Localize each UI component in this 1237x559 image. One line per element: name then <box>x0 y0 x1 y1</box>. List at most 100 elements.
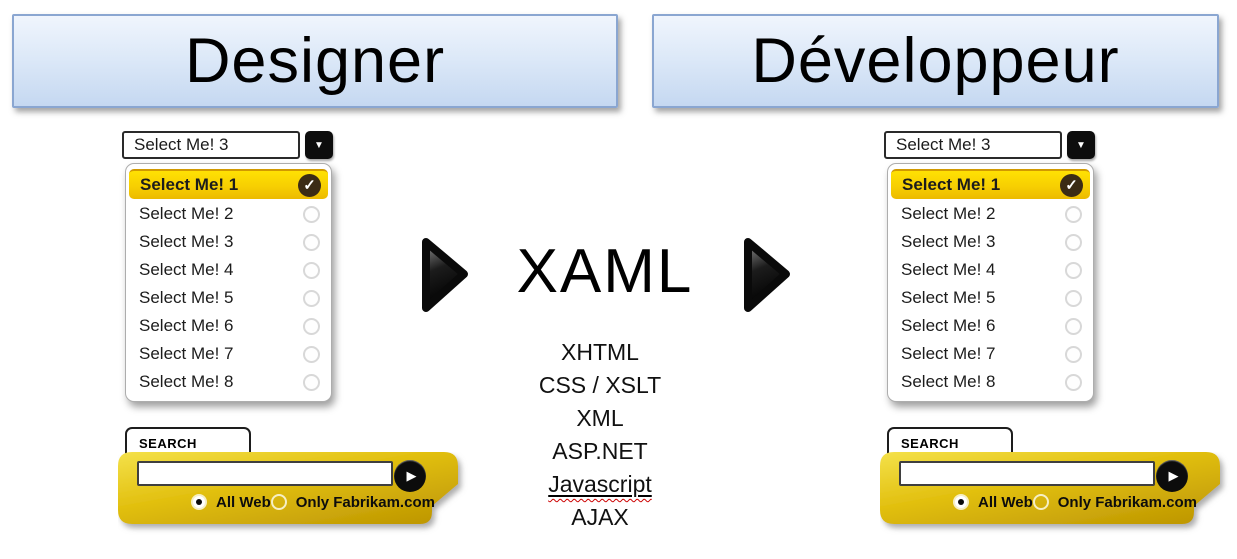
radio-indicator-icon[interactable] <box>1065 205 1082 223</box>
search-go-button[interactable]: ▶ <box>1156 460 1188 492</box>
dropdown-list-item[interactable]: Select Me! 8 <box>126 368 331 396</box>
search-scope-options: All Web Only Fabrikam.com <box>138 492 438 512</box>
flow-arrow-left-icon <box>422 238 468 312</box>
radio-option-label: Only Fabrikam.com <box>295 493 435 511</box>
radio-indicator-icon[interactable] <box>1065 317 1082 335</box>
dropdown-item-label: Select Me! 3 <box>139 232 234 251</box>
radio-button-icon[interactable] <box>953 494 969 510</box>
search-scope-option[interactable]: Only Fabrikam.com <box>270 492 435 512</box>
dropdown-item-label: Select Me! 2 <box>139 204 234 223</box>
dropdown-item-label: Select Me! 8 <box>901 372 996 391</box>
radio-option-label: Only Fabrikam.com <box>1057 493 1197 511</box>
dropdown-item-label: Select Me! 2 <box>901 204 996 223</box>
technology-label-wrap: CSS / XSLT <box>539 372 661 398</box>
radio-button-icon[interactable] <box>1032 494 1049 510</box>
play-icon: ▶ <box>1168 468 1179 483</box>
dropdown-list-item[interactable]: Select Me! 1 <box>129 169 328 199</box>
flow-arrow-right-icon <box>744 238 790 312</box>
technology-list-item: ASP.NET <box>450 435 750 468</box>
technology-list-item: XML <box>450 402 750 435</box>
radio-button-icon[interactable] <box>191 494 207 510</box>
dropdown-list-item[interactable]: Select Me! 6 <box>888 312 1093 340</box>
dropdown-list-item[interactable]: Select Me! 3 <box>888 228 1093 256</box>
dropdown-item-label: Select Me! 7 <box>139 344 234 363</box>
technology-label: AJAX <box>571 504 629 530</box>
technology-label-wrap: ASP.NET <box>552 438 647 464</box>
designer-title: Designer <box>184 26 446 96</box>
technology-label-wrap: Javascript <box>548 471 652 497</box>
search-input[interactable] <box>137 461 393 486</box>
technology-list-item: Javascript <box>450 468 750 501</box>
search-tab-label: SEARCH <box>901 435 959 451</box>
dropdown-item-label: Select Me! 4 <box>901 260 996 279</box>
combo-box-value[interactable]: Select Me! 3 <box>884 131 1062 159</box>
designer-column: Select Me! 3 ▼ Select Me! 1 Select Me! 2… <box>0 0 480 559</box>
dropdown-list: Select Me! 1 Select Me! 2 Select Me! 3 S… <box>125 163 332 402</box>
dropdown-list-item[interactable]: Select Me! 5 <box>126 284 331 312</box>
designer-header: Designer <box>12 14 618 108</box>
combo-dropdown-button[interactable]: ▼ <box>305 131 333 159</box>
radio-indicator-icon[interactable] <box>1065 289 1082 307</box>
dropdown-item-label: Select Me! 6 <box>901 316 996 335</box>
radio-indicator-icon[interactable] <box>298 173 321 197</box>
combo-box-value[interactable]: Select Me! 3 <box>122 131 300 159</box>
technology-list: XHTML CSS / XSLT XML ASP.NET Javascript … <box>450 336 750 534</box>
search-go-button[interactable]: ▶ <box>394 460 426 492</box>
dropdown-item-label: Select Me! 6 <box>139 316 234 335</box>
combo-dropdown-button[interactable]: ▼ <box>1067 131 1095 159</box>
dropdown-item-label: Select Me! 1 <box>140 175 239 194</box>
developpeur-title: Développeur <box>751 26 1120 96</box>
radio-indicator-icon[interactable] <box>303 345 320 363</box>
technology-label: XHTML <box>561 339 639 365</box>
dropdown-list-item[interactable]: Select Me! 3 <box>126 228 331 256</box>
radio-indicator-icon[interactable] <box>1065 233 1082 251</box>
dropdown-list-item[interactable]: Select Me! 2 <box>888 200 1093 228</box>
dropdown-item-label: Select Me! 4 <box>139 260 234 279</box>
radio-indicator-icon[interactable] <box>303 261 320 279</box>
radio-indicator-icon[interactable] <box>1065 373 1082 391</box>
search-tab[interactable]: SEARCH <box>887 427 1013 457</box>
dropdown-list-item[interactable]: Select Me! 1 <box>891 169 1090 199</box>
dropdown-item-label: Select Me! 8 <box>139 372 234 391</box>
search-tab[interactable]: SEARCH <box>125 427 251 457</box>
developpeur-column: Select Me! 3 ▼ Select Me! 1 Select Me! 2… <box>762 0 1237 559</box>
radio-indicator-icon[interactable] <box>1065 345 1082 363</box>
technology-label: CSS / XSLT <box>538 372 662 398</box>
technology-list-item: XHTML <box>450 336 750 369</box>
dropdown-list-item[interactable]: Select Me! 6 <box>126 312 331 340</box>
radio-indicator-icon[interactable] <box>1065 261 1082 279</box>
dropdown-list-item[interactable]: Select Me! 5 <box>888 284 1093 312</box>
radio-indicator-icon[interactable] <box>303 233 320 251</box>
search-scope-options: All Web Only Fabrikam.com <box>900 492 1200 512</box>
search-scope-option[interactable]: All Web <box>191 492 271 512</box>
play-icon: ▶ <box>406 468 417 483</box>
xaml-title: XAML <box>460 226 750 316</box>
radio-indicator-icon[interactable] <box>303 317 320 335</box>
search-scope-option[interactable]: Only Fabrikam.com <box>1032 492 1197 512</box>
search-tab-label: SEARCH <box>139 435 197 451</box>
search-scope-option[interactable]: All Web <box>953 492 1033 512</box>
search-input[interactable] <box>899 461 1155 486</box>
dropdown-list-item[interactable]: Select Me! 2 <box>126 200 331 228</box>
dropdown-item-label: Select Me! 7 <box>901 344 996 363</box>
radio-indicator-icon[interactable] <box>1060 173 1083 197</box>
dropdown-list-item[interactable]: Select Me! 4 <box>126 256 331 284</box>
radio-indicator-icon[interactable] <box>303 373 320 391</box>
chevron-down-icon: ▼ <box>314 139 324 151</box>
dropdown-list-item[interactable]: Select Me! 7 <box>888 340 1093 368</box>
technology-list-item: CSS / XSLT <box>450 369 750 402</box>
technology-label-wrap: XML <box>576 405 623 431</box>
radio-indicator-icon[interactable] <box>303 289 320 307</box>
chevron-down-icon: ▼ <box>1076 139 1086 151</box>
dropdown-item-label: Select Me! 5 <box>901 288 996 307</box>
radio-button-icon[interactable] <box>270 494 287 510</box>
dropdown-list-item[interactable]: Select Me! 8 <box>888 368 1093 396</box>
technology-label-wrap: XHTML <box>561 339 639 365</box>
radio-option-label: All Web <box>978 493 1033 511</box>
developpeur-header: Développeur <box>652 14 1219 108</box>
technology-list-item: AJAX <box>450 501 750 534</box>
dropdown-list-item[interactable]: Select Me! 7 <box>126 340 331 368</box>
dropdown-item-label: Select Me! 1 <box>902 175 1001 194</box>
dropdown-list-item[interactable]: Select Me! 4 <box>888 256 1093 284</box>
radio-indicator-icon[interactable] <box>303 205 320 223</box>
